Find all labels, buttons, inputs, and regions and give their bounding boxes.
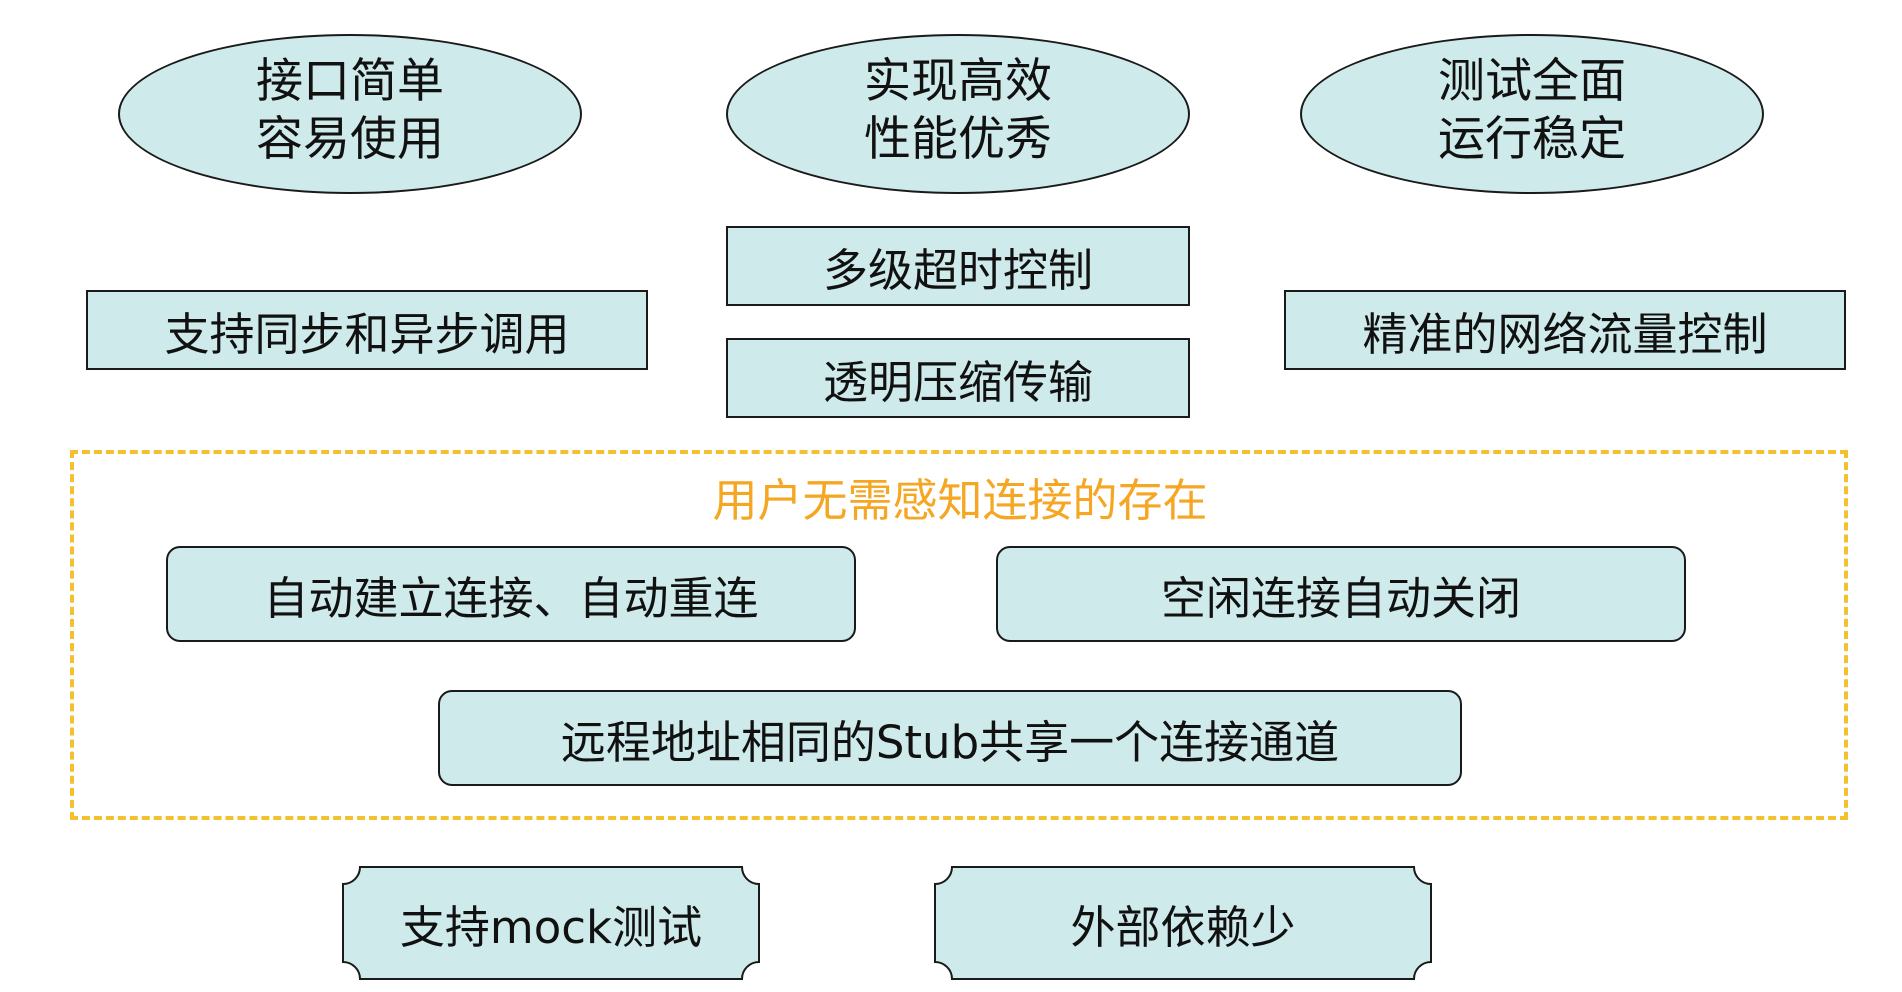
ellipse-high-performance: 实现高效 性能优秀 [726,34,1190,194]
box-label: 多级超时控制 [822,243,1093,297]
box-transparent-compression: 透明压缩传输 [726,338,1190,418]
box-label: 透明压缩传输 [822,355,1093,409]
box-mock-testing: 支持mock测试 [342,866,760,980]
box-label: 远程地址相同的Stub共享一个连接通道 [560,715,1340,769]
ellipse-line-2: 容易使用 [256,112,444,167]
ellipse-line-2: 运行稳定 [1438,112,1626,167]
box-label: 精准的网络流量控制 [1362,307,1768,361]
box-label: 外部依赖少 [1070,900,1296,954]
ellipse-simple-interface: 接口简单 容易使用 [118,34,582,194]
box-label: 空闲连接自动关闭 [1160,571,1521,625]
plaque-outline [342,866,760,980]
ellipse-line-1: 实现高效 [864,54,1052,109]
box-sync-async-call: 支持同步和异步调用 [86,290,648,370]
ellipse-stable-testing: 测试全面 运行稳定 [1300,34,1764,194]
ellipse-line-2: 性能优秀 [864,112,1052,167]
box-label: 支持同步和异步调用 [164,307,570,361]
box-idle-close: 空闲连接自动关闭 [996,546,1686,642]
connection-group-frame [70,450,1848,820]
box-label: 支持mock测试 [399,900,703,954]
box-traffic-control: 精准的网络流量控制 [1284,290,1846,370]
plaque-outline [934,866,1432,980]
box-few-dependencies: 外部依赖少 [934,866,1432,980]
box-label: 自动建立连接、自动重连 [263,571,759,625]
connection-group-title: 用户无需感知连接的存在 [712,474,1208,527]
box-auto-connect: 自动建立连接、自动重连 [166,546,856,642]
box-multi-level-timeout: 多级超时控制 [726,226,1190,306]
box-shared-channel: 远程地址相同的Stub共享一个连接通道 [438,690,1462,786]
ellipse-line-1: 测试全面 [1438,54,1626,109]
ellipse-line-1: 接口简单 [256,54,444,109]
